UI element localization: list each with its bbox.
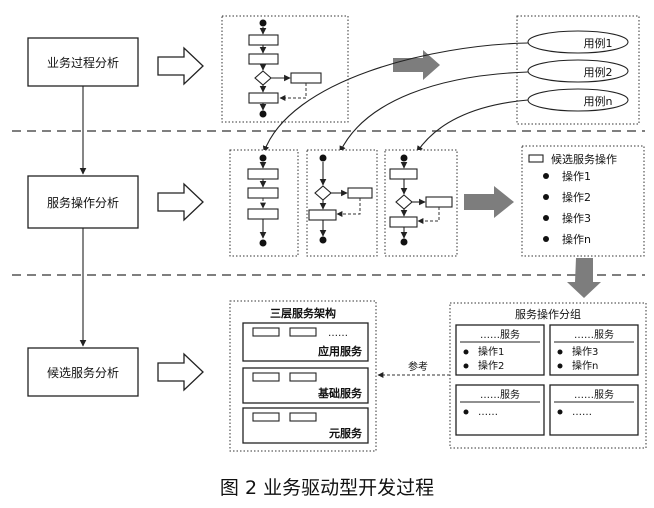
operation-activity-diagram-1 bbox=[229, 149, 299, 257]
service-group: ……服务 操作3 操作n bbox=[549, 324, 639, 376]
group-item: 操作1 bbox=[478, 345, 504, 358]
service-group: ……服务 操作1 操作2 bbox=[455, 324, 545, 376]
candidate-op-item: 操作3 bbox=[562, 211, 591, 225]
service-group: ……服务 …… bbox=[455, 384, 545, 436]
stage-box-candidate-analysis: 候选服务分析 bbox=[27, 347, 139, 397]
group-header: ……服务 bbox=[574, 328, 614, 341]
use-case-box: 用例1 用例2 用例n bbox=[516, 15, 640, 125]
use-case-link-arrow bbox=[339, 71, 529, 153]
stage-box-process-analysis: 业务过程分析 bbox=[27, 37, 139, 87]
operation-grouping: 服务操作分组 ……服务 操作1 操作2 ……服务 操作3 操作n ……服务 …… bbox=[449, 302, 647, 449]
group-item: 操作3 bbox=[572, 345, 598, 358]
operation-activity-diagram-3 bbox=[384, 149, 458, 257]
architecture-title: 三层服务架构 bbox=[270, 306, 336, 320]
operation-activity-diagram-2 bbox=[306, 149, 378, 257]
business-process-activity-diagram bbox=[221, 15, 349, 123]
use-case-link-arrow bbox=[416, 99, 529, 153]
reference-label: 参考 bbox=[408, 360, 428, 373]
layer-label: 基础服务 bbox=[317, 386, 363, 400]
layer-ellipsis: …… bbox=[328, 328, 348, 339]
stage-label: 业务过程分析 bbox=[47, 55, 119, 70]
group-item: 操作2 bbox=[478, 359, 504, 372]
use-case-link-arrow bbox=[262, 42, 529, 153]
grey-arrow bbox=[393, 50, 440, 80]
group-item: 操作n bbox=[572, 359, 598, 372]
use-case-label: 用例n bbox=[584, 94, 613, 108]
candidate-operations-box: 候选服务操作 操作1 操作2 操作3 操作n bbox=[521, 145, 645, 257]
three-tier-architecture: 三层服务架构 …… 应用服务 基础服务 元服务 bbox=[229, 300, 377, 452]
grey-arrow bbox=[464, 186, 514, 218]
candidate-op-item: 操作1 bbox=[562, 169, 591, 183]
stage-box-operation-analysis: 服务操作分析 bbox=[27, 175, 139, 229]
layer-label: 应用服务 bbox=[318, 344, 363, 358]
use-case-label: 用例1 bbox=[584, 36, 613, 50]
hollow-arrow bbox=[157, 352, 204, 392]
group-item: …… bbox=[572, 407, 592, 418]
group-header: ……服务 bbox=[480, 388, 520, 401]
use-case-label: 用例2 bbox=[584, 65, 613, 79]
service-group: ……服务 …… bbox=[549, 384, 639, 436]
stage-label: 服务操作分析 bbox=[47, 195, 119, 210]
figure-caption: 图 2 业务驱动型开发过程 bbox=[220, 477, 434, 499]
grey-arrow-down bbox=[567, 258, 601, 298]
hollow-arrow bbox=[157, 46, 204, 86]
group-item: …… bbox=[478, 407, 498, 418]
stage-label: 候选服务分析 bbox=[47, 365, 119, 380]
layer-label: 元服务 bbox=[329, 426, 363, 440]
grouping-title: 服务操作分组 bbox=[515, 307, 581, 321]
candidate-ops-title: 候选服务操作 bbox=[551, 152, 617, 166]
candidate-ops-icon bbox=[528, 154, 544, 163]
candidate-op-item: 操作2 bbox=[562, 190, 591, 204]
group-header: ……服务 bbox=[574, 388, 614, 401]
candidate-op-item: 操作n bbox=[562, 232, 591, 246]
hollow-arrow bbox=[157, 182, 204, 222]
group-header: ……服务 bbox=[480, 328, 520, 341]
